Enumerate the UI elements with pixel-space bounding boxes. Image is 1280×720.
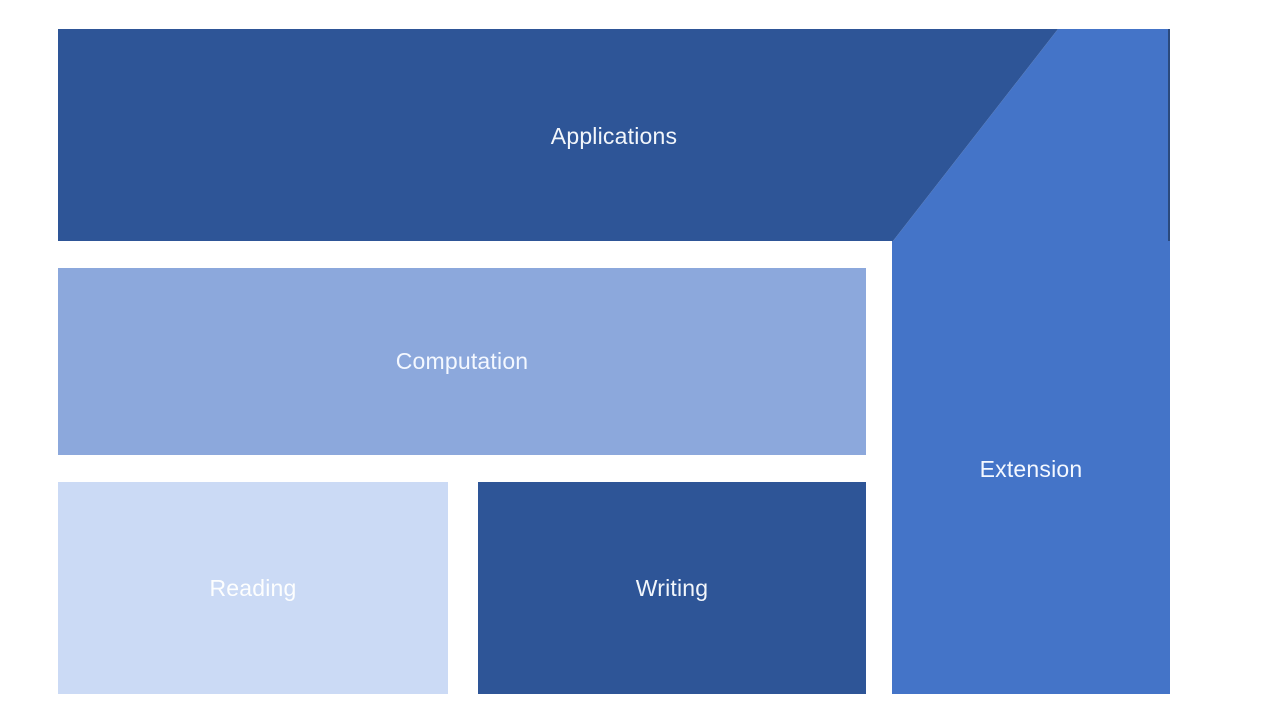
block-extension[interactable]: Extension [892, 241, 1170, 694]
block-writing-label: Writing [635, 574, 709, 601]
block-reading-label: Reading [209, 574, 297, 601]
right-edge-rule [1168, 29, 1170, 241]
block-reading[interactable]: Reading [58, 482, 448, 694]
block-applications-label: Applications [550, 123, 678, 149]
block-computation[interactable]: Computation [58, 268, 866, 455]
block-writing[interactable]: Writing [478, 482, 866, 694]
block-computation-label: Computation [395, 348, 529, 374]
block-applications[interactable]: Applications [58, 29, 1058, 241]
block-extension-label: Extension [979, 456, 1083, 482]
